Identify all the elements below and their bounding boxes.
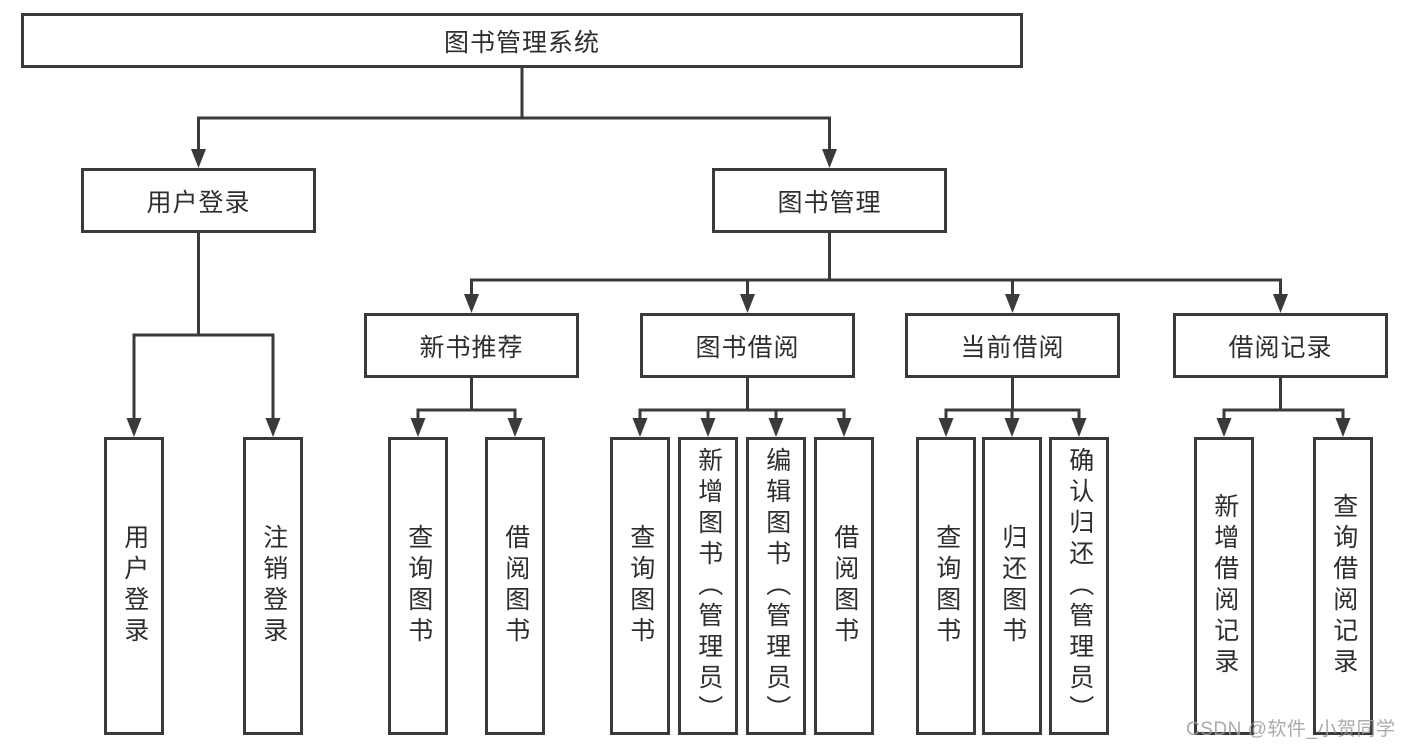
arrow-down-icon	[700, 418, 716, 437]
node-borrow-records: 借阅记录	[1173, 313, 1388, 378]
leaf-query-borrow-record-label: 查询借阅记录	[1329, 493, 1358, 679]
leaf-query-book-recommend: 查询图书	[388, 437, 448, 735]
arrow-down-icon	[1005, 294, 1020, 313]
connector-borrow-records-split	[1222, 376, 1345, 426]
arrow-down-icon	[191, 149, 206, 168]
arrow-down-icon	[822, 149, 837, 168]
arrow-down-icon	[1335, 418, 1351, 437]
leaf-confirm-return-admin: 确认归还（管理员）	[1049, 437, 1109, 735]
connector-root-split	[197, 66, 831, 154]
leaf-logout: 注销登录	[243, 437, 303, 735]
leaf-query-book-borrow: 查询图书	[610, 437, 670, 735]
node-new-book-recommend: 新书推荐	[364, 313, 579, 378]
leaf-query-book-recommend-label: 查询图书	[404, 524, 433, 648]
arrow-down-icon	[265, 418, 281, 437]
node-book-management: 图书管理	[712, 168, 947, 233]
leaf-query-borrow-record: 查询借阅记录	[1313, 437, 1373, 735]
connector-book-borrow-split	[638, 376, 846, 426]
leaf-return-book-label: 归还图书	[998, 524, 1027, 648]
arrow-down-icon	[938, 418, 954, 437]
arrow-down-icon	[464, 294, 479, 313]
leaf-borrow-book-label: 借阅图书	[830, 524, 859, 648]
arrow-down-icon	[507, 418, 523, 437]
node-root: 图书管理系统	[21, 13, 1023, 68]
leaf-add-borrow-record: 新增借阅记录	[1194, 437, 1254, 735]
connector-current-borrow-split	[944, 376, 1081, 426]
connector-new-book-split	[416, 376, 517, 426]
arrow-down-icon	[126, 418, 142, 437]
leaf-borrow-book-recommend-label: 借阅图书	[501, 524, 530, 648]
leaf-edit-book-admin-label: 编辑图书（管理员）	[762, 446, 791, 726]
node-current-borrow: 当前借阅	[905, 313, 1120, 378]
connector-book-management-split	[470, 231, 1282, 300]
leaf-return-book: 归还图书	[982, 437, 1042, 735]
arrow-down-icon	[740, 294, 755, 313]
leaf-confirm-return-admin-label: 确认归还（管理员）	[1065, 446, 1094, 726]
arrow-down-icon	[1004, 418, 1020, 437]
leaf-edit-book-admin: 编辑图书（管理员）	[746, 437, 806, 735]
leaf-borrow-book: 借阅图书	[814, 437, 874, 735]
node-book-borrow: 图书借阅	[640, 313, 855, 378]
leaf-query-book-current: 查询图书	[916, 437, 976, 735]
leaf-add-borrow-record-label: 新增借阅记录	[1210, 493, 1239, 679]
leaf-query-book-borrow-label: 查询图书	[626, 524, 655, 648]
node-user-login: 用户登录	[81, 168, 316, 233]
arrowheads	[126, 149, 1351, 437]
leaf-add-book-admin: 新增图书（管理员）	[678, 437, 738, 735]
leaf-user-login: 用户登录	[104, 437, 164, 735]
arrow-down-icon	[1216, 418, 1232, 437]
leaf-logout-label: 注销登录	[259, 524, 288, 648]
leaf-user-login-label: 用户登录	[120, 524, 149, 648]
arrow-down-icon	[410, 418, 426, 437]
arrow-down-icon	[768, 418, 784, 437]
leaf-query-book-current-label: 查询图书	[932, 524, 961, 648]
arrow-down-icon	[632, 418, 648, 437]
leaf-add-book-admin-label: 新增图书（管理员）	[694, 446, 723, 726]
connector-user-login-split	[132, 231, 275, 423]
arrow-down-icon	[836, 418, 852, 437]
arrow-down-icon	[1071, 418, 1087, 437]
arrow-down-icon	[1273, 294, 1288, 313]
leaf-borrow-book-recommend: 借阅图书	[485, 437, 545, 735]
watermark: CSDN @软件_小贺同学	[1186, 719, 1396, 740]
